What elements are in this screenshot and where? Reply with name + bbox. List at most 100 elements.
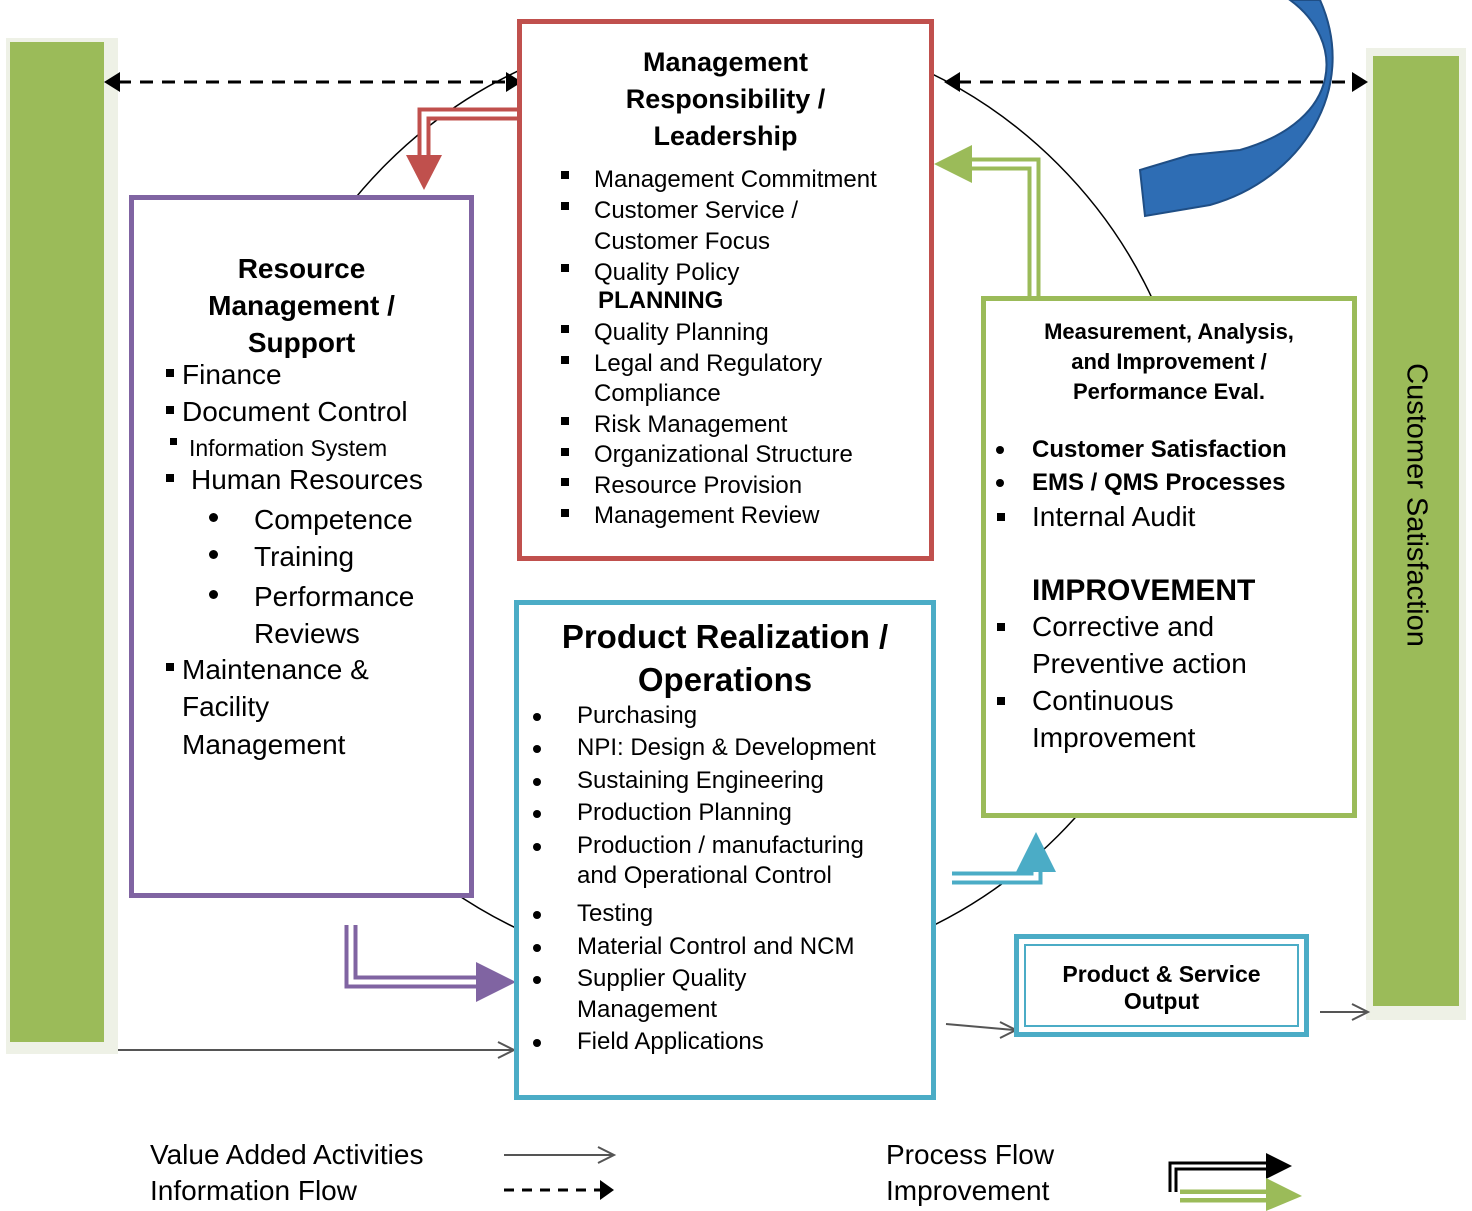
output-box-inner: Product & Service Output xyxy=(1024,944,1299,1027)
round-bullet-icon xyxy=(996,446,1004,454)
hr-item-training: Training xyxy=(254,541,355,572)
round-bullet-icon xyxy=(209,513,218,522)
round-bullet-icon xyxy=(533,778,541,786)
product-list-item: Production / manufacturing xyxy=(577,832,864,859)
left-green-bar xyxy=(10,42,104,1042)
product-list-item: and Operational Control xyxy=(577,862,832,889)
list-item: Resource Provision xyxy=(594,471,803,499)
square-bullet-icon xyxy=(997,513,1005,521)
product-list-item: Supplier Quality xyxy=(577,965,747,992)
round-bullet-icon xyxy=(533,1039,541,1047)
blue-curved-arrow xyxy=(1138,0,1334,218)
value-added-to-output xyxy=(945,1023,1015,1031)
measurement-item: Internal Audit xyxy=(1032,501,1196,532)
output-label-line-1: Product & Service xyxy=(1062,961,1261,987)
resource-item-document-control: Document Control xyxy=(182,396,408,427)
green-flow-head xyxy=(934,145,972,183)
management-list-a: Management Commitment Customer Service /… xyxy=(594,164,877,288)
square-bullet-icon xyxy=(997,697,1005,705)
measurement-title-line-3: Performance Eval. xyxy=(1073,379,1265,404)
legend-process-flow xyxy=(1168,1161,1268,1192)
legend-improvement-head xyxy=(1266,1178,1302,1211)
legend-value-added-label: Value Added Activities xyxy=(150,1139,424,1170)
purple-flow-head xyxy=(476,962,516,1002)
measurement-item: Customer Satisfaction xyxy=(1032,436,1287,463)
list-item: Management Commitment xyxy=(594,166,877,193)
customer-satisfaction-label: Customer Satisfaction xyxy=(1400,363,1433,647)
red-flow-inner xyxy=(421,111,520,158)
product-list-item: Purchasing xyxy=(577,702,698,729)
square-bullet-icon xyxy=(997,623,1005,631)
legend-improvement-label: Improvement xyxy=(886,1175,1050,1206)
square-bullet-icon xyxy=(561,171,569,179)
list-item: Risk Management xyxy=(594,410,788,438)
resource-box: Resource Management / Support Finance Do… xyxy=(129,195,474,898)
red-flow-head xyxy=(406,155,442,190)
round-bullet-icon xyxy=(209,550,218,559)
management-list-b: Quality Planning Legal and Regulatory Co… xyxy=(594,318,853,532)
product-list-item: Sustaining Engineering xyxy=(577,767,824,794)
list-item-continuation: Compliance xyxy=(594,380,721,407)
square-bullet-icon xyxy=(166,663,174,671)
hr-item-performance: Performance xyxy=(254,581,415,612)
management-title-line-3: Leadership xyxy=(653,121,798,151)
round-bullet-icon xyxy=(533,713,541,721)
round-bullet-icon xyxy=(533,745,541,753)
green-flow-line xyxy=(972,157,1041,298)
product-list-item: NPI: Design & Development xyxy=(577,734,876,761)
legend-value-added-head xyxy=(597,1146,617,1164)
improvement-item: Continuous xyxy=(1032,685,1174,716)
value-added-to-customer-head xyxy=(1351,1003,1371,1021)
legend-process-flow-head xyxy=(1266,1153,1292,1179)
info-flow-right-head-a xyxy=(944,72,960,92)
product-list-item: Material Control and NCM xyxy=(577,933,855,960)
resource-item-information-system: Information System xyxy=(189,435,388,461)
management-title: Management Responsibility / Leadership xyxy=(522,44,929,155)
improvement-heading: IMPROVEMENT xyxy=(1032,574,1256,607)
round-bullet-icon xyxy=(209,590,218,599)
right-green-bar xyxy=(1373,56,1459,1006)
output-label: Product & Service Output xyxy=(1026,961,1297,1015)
improvement-item: Preventive action xyxy=(1032,648,1247,679)
measurement-box: Measurement, Analysis, and Improvement /… xyxy=(981,296,1357,818)
measurement-title-line-2: and Improvement / xyxy=(1071,349,1267,374)
output-box: Product & Service Output xyxy=(1014,934,1309,1037)
square-bullet-icon xyxy=(170,438,177,445)
square-bullet-icon xyxy=(561,325,569,333)
resource-title-line-3: Support xyxy=(247,327,356,358)
improvement-item: Corrective and xyxy=(1032,611,1215,642)
green-flow-inner xyxy=(970,161,1037,298)
product-title: Product Realization / Operations xyxy=(519,615,931,701)
round-bullet-icon xyxy=(533,944,541,952)
product-list-item: Management xyxy=(577,996,718,1023)
list-item: Quality Policy xyxy=(594,259,740,286)
resource-item-maintenance: Maintenance & xyxy=(182,654,369,685)
list-item: Organizational Structure xyxy=(594,441,853,468)
square-bullet-icon xyxy=(166,474,174,482)
legend-process-flow-inner xyxy=(1171,1164,1270,1192)
square-bullet-icon xyxy=(166,369,174,377)
square-bullet-icon xyxy=(561,448,569,456)
planning-heading: PLANNING xyxy=(598,287,724,314)
resource-item-facility: Facility xyxy=(182,691,270,722)
red-flow-line xyxy=(417,107,520,156)
list-item: Management Review xyxy=(594,502,820,529)
product-list-item: Production Planning xyxy=(577,799,792,826)
legend-information-flow-label: Information Flow xyxy=(150,1175,357,1206)
info-flow-left-head-a xyxy=(104,72,120,92)
square-bullet-icon xyxy=(561,509,569,517)
list-item: Customer Service / xyxy=(594,197,799,224)
hr-item-reviews: Reviews xyxy=(254,618,360,649)
product-box: Product Realization / Operations xyxy=(514,600,936,1100)
hr-item-competence: Competence xyxy=(254,504,413,535)
list-item: Legal and Regulatory xyxy=(594,349,823,377)
round-bullet-icon xyxy=(533,911,541,919)
management-title-line-1: Management xyxy=(642,47,809,77)
resource-item-finance: Finance xyxy=(182,359,282,390)
improvement-item: Improvement xyxy=(1032,722,1196,753)
round-bullet-icon xyxy=(533,810,541,818)
resource-title: Resource Management / Support xyxy=(134,250,469,361)
resource-title-line-2: Management / xyxy=(208,290,395,321)
square-bullet-icon xyxy=(561,202,569,210)
